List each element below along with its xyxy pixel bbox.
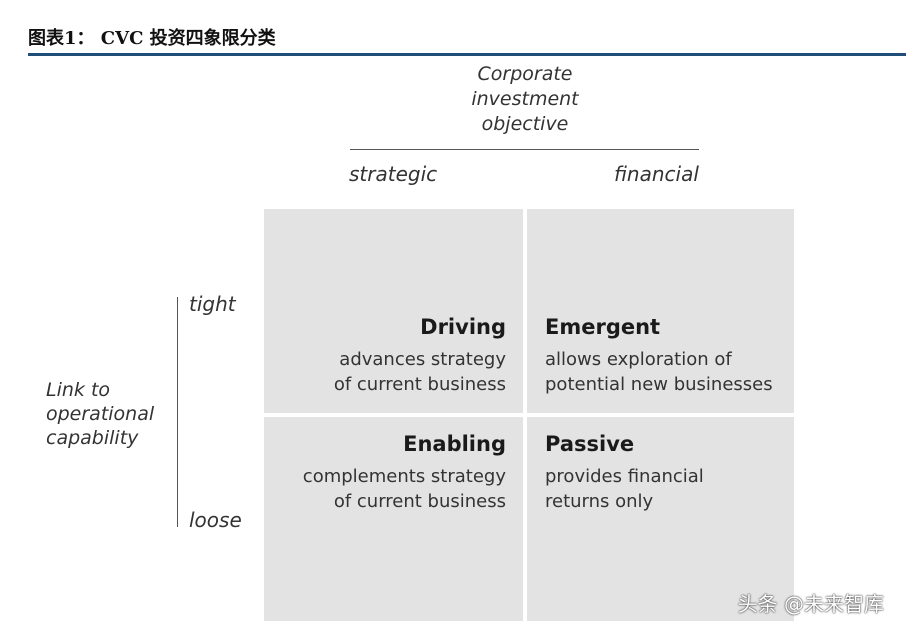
quadrant-passive: Passive provides financial returns only [545, 430, 785, 514]
top-axis-title: Corporate investment objective [430, 62, 620, 137]
row-label-tight: tight [189, 292, 236, 316]
row-label-loose: loose [189, 508, 242, 532]
quadrant-title: Emergent [545, 315, 661, 339]
quadrant-driving: Driving advances strategy of current bus… [266, 313, 506, 397]
left-axis-title-line: capability [46, 427, 139, 449]
column-label-strategic: strategic [349, 162, 438, 186]
quadrant-description-line: of current business [333, 491, 506, 512]
top-axis-title-line: Corporate [477, 63, 573, 85]
quadrant-description-line: provides financial [545, 466, 704, 487]
quadrant-description: advances strategy of current business [266, 347, 506, 397]
quadrant-description-line: returns only [545, 491, 654, 512]
quadrant-enabling: Enabling complements strategy of current… [266, 430, 506, 514]
quadrant-title: Enabling [403, 432, 506, 456]
top-axis-rule [350, 149, 699, 150]
left-axis-title-line: Link to [46, 379, 111, 401]
quadrant-emergent: Emergent allows exploration of potential… [545, 313, 785, 397]
top-axis-title-line: investment [471, 88, 579, 110]
quadrant-description: complements strategy of current business [266, 464, 506, 514]
quadrant-description-line: of current business [333, 374, 506, 395]
watermark: 头条 @未来智库 [737, 592, 884, 616]
left-axis-title-line: operational [46, 403, 155, 425]
header-rule [28, 53, 906, 56]
grid-horizontal-divider [264, 413, 794, 417]
quadrant-description-line: complements strategy [302, 466, 506, 487]
quadrant-description-line: allows exploration of [545, 349, 732, 370]
quadrant-title: Passive [545, 432, 635, 456]
quadrant-description: allows exploration of potential new busi… [545, 347, 785, 397]
top-axis-title-line: objective [481, 113, 569, 135]
quadrant-title: Driving [420, 315, 506, 339]
left-axis-rule [177, 297, 178, 527]
figure-title: 图表1： CVC 投资四象限分类 [28, 28, 276, 49]
quadrant-description-line: advances strategy [339, 349, 506, 370]
column-label-financial: financial [614, 162, 699, 186]
left-axis-title: Link to operational capability [46, 378, 176, 450]
quadrant-description: provides financial returns only [545, 464, 785, 514]
quadrant-description-line: potential new businesses [545, 374, 773, 395]
